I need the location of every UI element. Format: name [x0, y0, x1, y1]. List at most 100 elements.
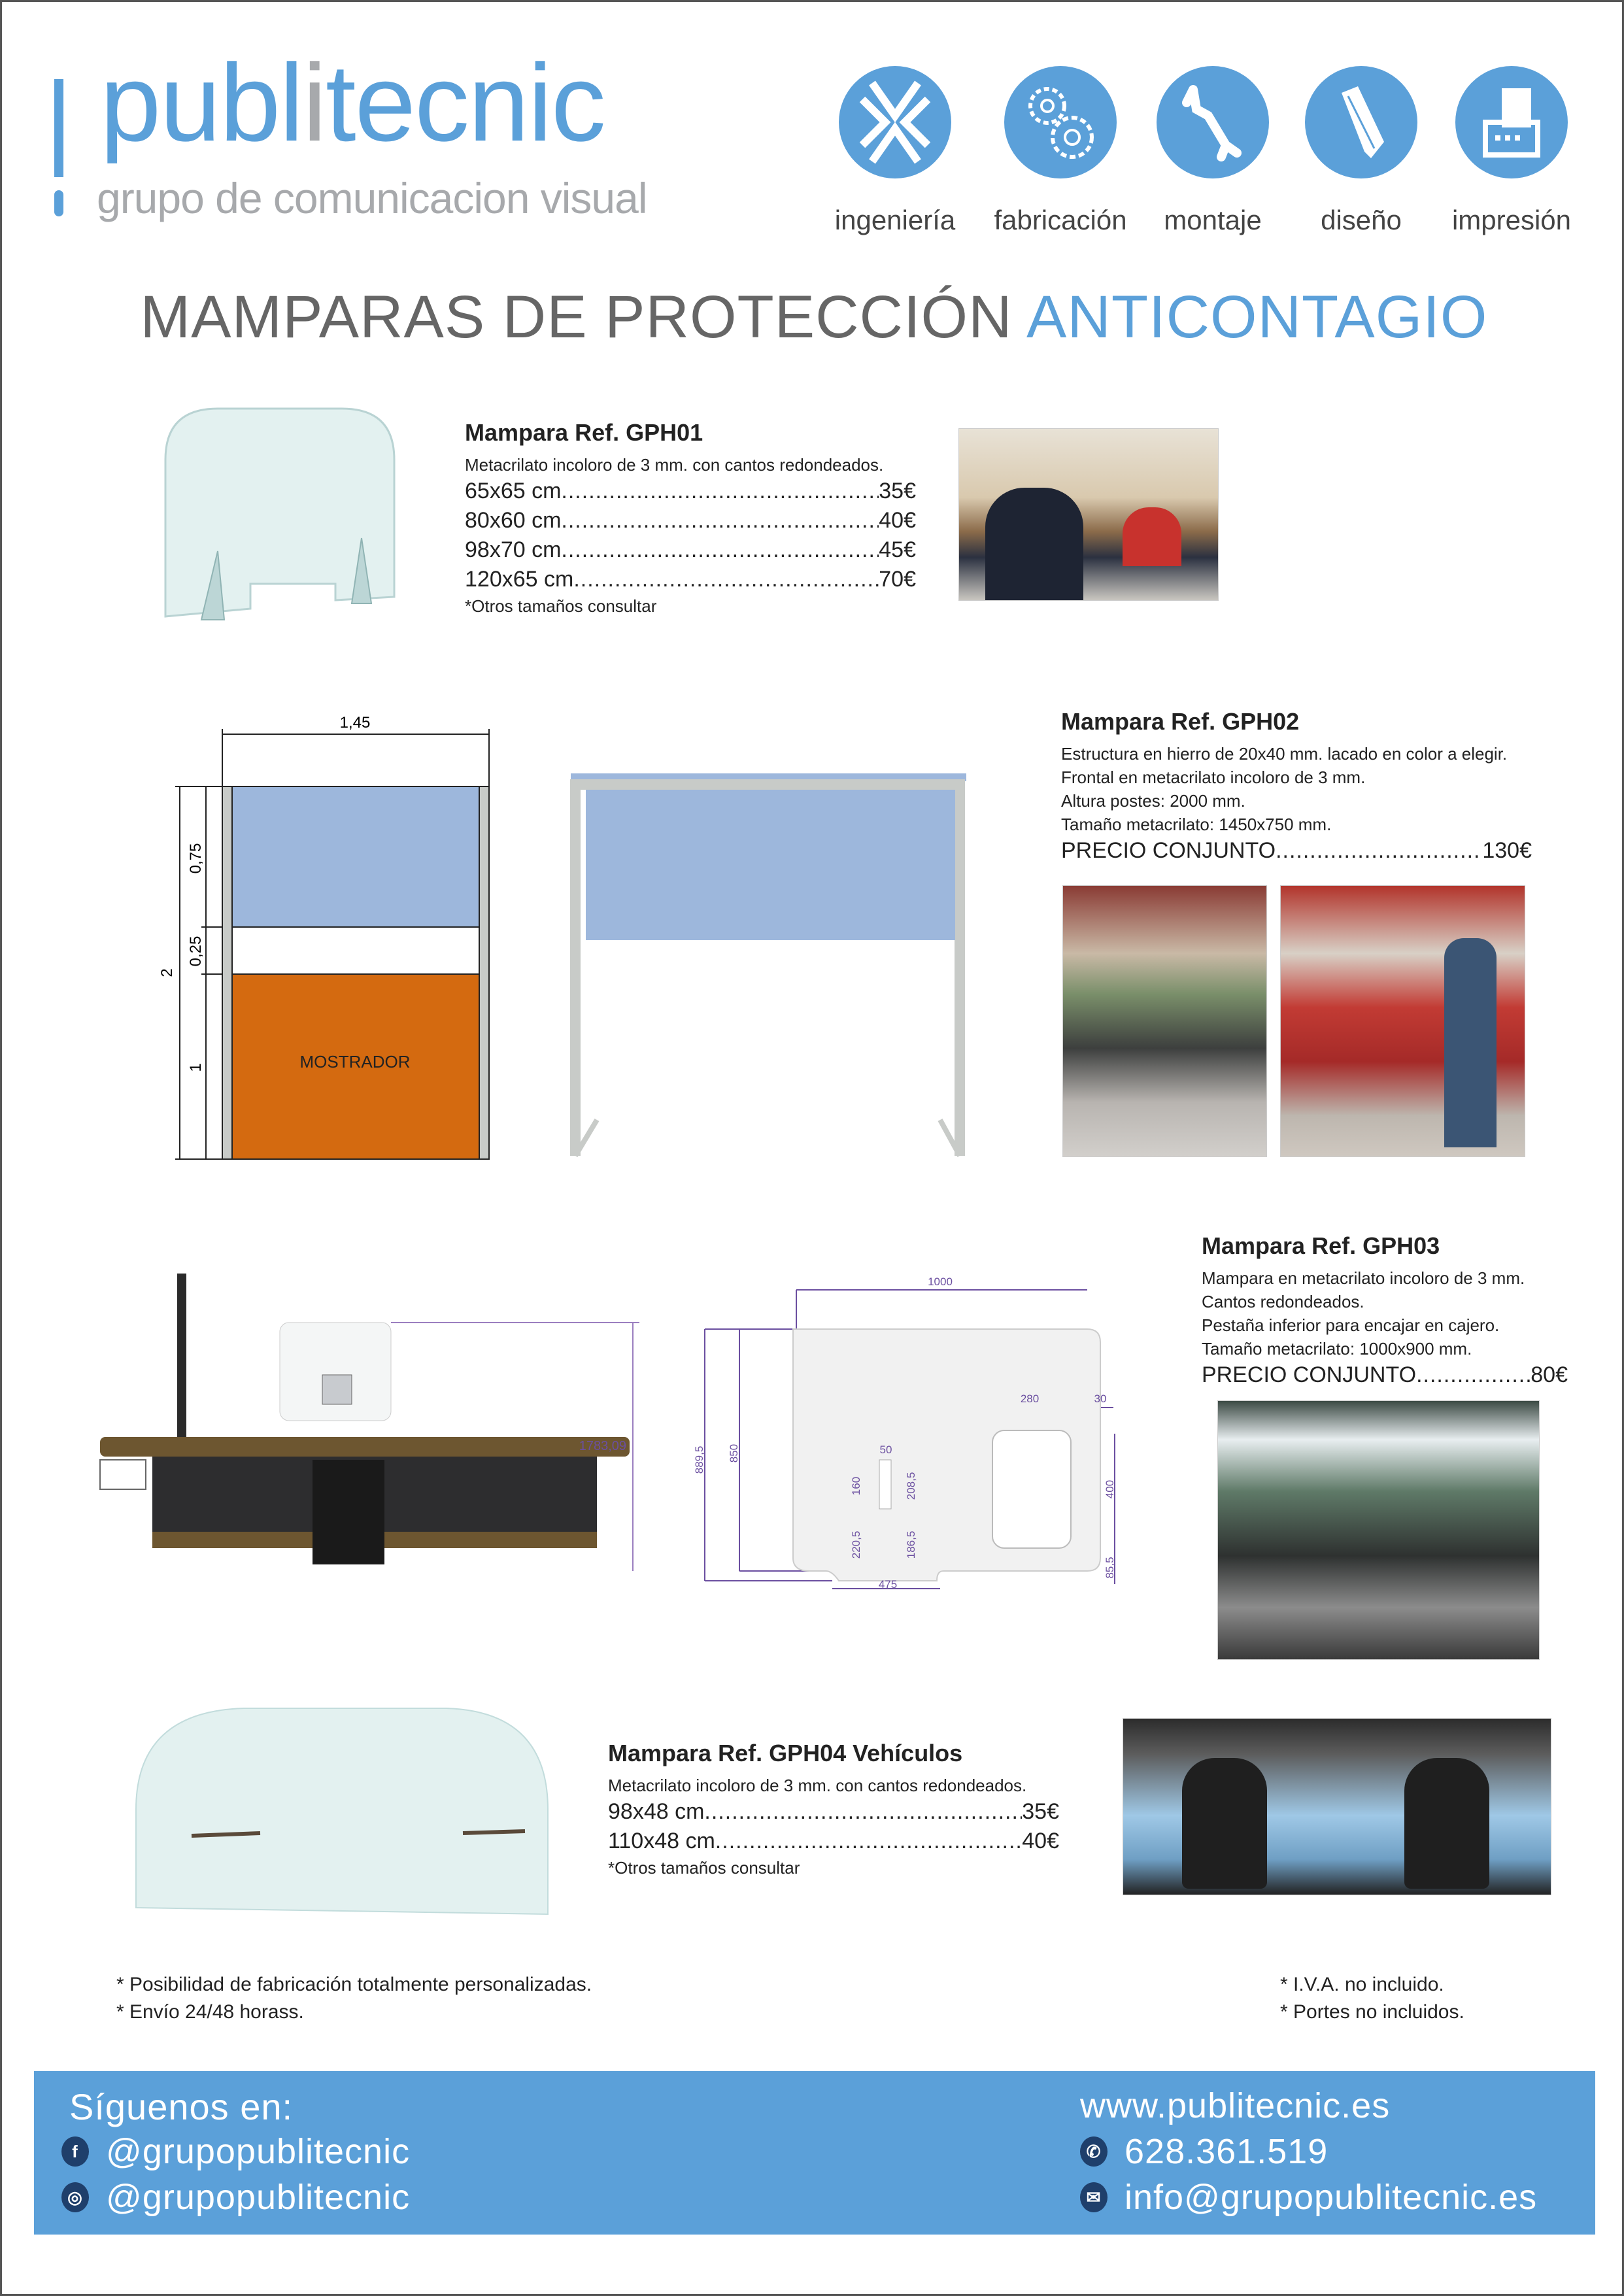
gph04-photo-car	[1123, 1718, 1551, 1895]
service-label: ingeniería	[834, 205, 956, 235]
email-link[interactable]: ✉info@grupopublitecnic.es	[1080, 2177, 1537, 2218]
gph03-checkout-drawing: 1783,09	[99, 1274, 639, 1571]
dim-186: 186,5	[905, 1531, 917, 1559]
service-label: impresión	[1451, 205, 1572, 235]
service-impresion: impresión	[1436, 66, 1587, 236]
note: * Portes no incluidos.	[1280, 2001, 1464, 2023]
gph04-title: Mampara Ref. GPH04 Vehículos	[608, 1740, 963, 1766]
gph02-line: Frontal en metacrilato incoloro de 3 mm.	[1061, 768, 1366, 787]
price: 40€	[879, 508, 916, 533]
dim-height: 850	[728, 1444, 740, 1462]
gph01-info: Mampara Ref. GPH01 Metacrilato incoloro …	[465, 419, 916, 618]
service-ingenieria: ingeniería	[820, 66, 970, 236]
price-label: PRECIO CONJUNTO	[1202, 1362, 1417, 1387]
notes-right: * I.V.A. no incluido. * Portes no inclui…	[1280, 1971, 1464, 2026]
dot-leader	[561, 506, 879, 535]
dim-280: 280	[1021, 1393, 1039, 1405]
price-row: 98x48 cm 35€	[608, 1797, 1059, 1827]
dim-208: 208,5	[905, 1472, 917, 1500]
gph01-screen-illustration	[164, 407, 396, 620]
gph01-desc: Metacrilato incoloro de 3 mm. con cantos…	[465, 455, 884, 475]
gph04-info: Mampara Ref. GPH04 Vehículos Metacrilato…	[608, 1740, 1059, 1880]
price-row: PRECIO CONJUNTO 80€	[1202, 1360, 1568, 1390]
email-address[interactable]: info@grupopublitecnic.es	[1125, 2178, 1538, 2217]
gph03-photo	[1217, 1400, 1540, 1660]
gph04-note: *Otros tamaños consultar	[608, 1858, 800, 1878]
dim-400: 400	[1104, 1480, 1116, 1498]
dim-height: 1783,09	[579, 1439, 626, 1453]
size: 98x70 cm	[465, 537, 562, 562]
dim-width: 1,45	[340, 715, 371, 732]
size: 80x60 cm	[465, 508, 562, 533]
dim-total-height: 889,5	[695, 1446, 705, 1474]
gph04-desc: Metacrilato incoloro de 3 mm. con cantos…	[608, 1776, 1027, 1795]
size: 120x65 cm	[465, 567, 574, 592]
instagram-link[interactable]: ◎ @grupopublitecnic	[61, 2177, 410, 2218]
facebook-handle[interactable]: @grupopublitecnic	[106, 2132, 411, 2171]
gph02-line: Tamaño metacrilato: 1450x750 mm.	[1061, 815, 1332, 834]
dot-leader	[715, 1827, 1022, 1856]
gph02-line: Altura postes: 2000 mm.	[1061, 791, 1245, 811]
dot-leader	[561, 535, 879, 565]
service-label: fabricación	[994, 205, 1127, 235]
phone-number[interactable]: 628.361.519	[1125, 2132, 1328, 2171]
service-montaje: montaje	[1138, 66, 1288, 236]
gph02-line: Estructura en hierro de 20x40 mm. lacado…	[1061, 744, 1508, 764]
dot-leader	[573, 565, 879, 594]
gph02-title: Mampara Ref. GPH02	[1061, 708, 1300, 735]
notes-left: * Posibilidad de fabricación totalmente …	[116, 1971, 592, 2026]
gph01-photo	[958, 428, 1219, 601]
website-link[interactable]: www.publitecnic.es	[1080, 2086, 1391, 2125]
gph04-screen-illustration	[135, 1708, 549, 1916]
dot-leader	[1276, 836, 1482, 866]
price-row: 120x65 cm70€	[465, 565, 916, 594]
follow-label: Síguenos en:	[69, 2086, 294, 2127]
gph02-photo-supermarket	[1062, 885, 1267, 1157]
counter-label: MOSTRADOR	[300, 1052, 411, 1072]
dot-leader	[1416, 1360, 1531, 1390]
service-label: montaje	[1164, 205, 1262, 235]
contact-footer: Síguenos en: f@grupopublitecnic ◎ @grupop…	[34, 2071, 1595, 2235]
phone-link[interactable]: ✆ 628.361.519	[1080, 2131, 1328, 2172]
dim-85: 85,5	[1104, 1557, 1116, 1578]
dim-30: 30	[1094, 1393, 1107, 1405]
dim-bottom: 1	[187, 1063, 205, 1072]
dim-50: 50	[880, 1443, 892, 1456]
dot-leader	[561, 477, 879, 506]
price-row: 98x70 cm45€	[465, 535, 916, 565]
facebook-link[interactable]: f@grupopublitecnic	[61, 2131, 410, 2172]
dim-160: 160	[850, 1477, 862, 1495]
price: 80€	[1531, 1362, 1568, 1387]
price: 130€	[1482, 838, 1532, 863]
title-accent: ANTICONTAGIO	[1026, 284, 1488, 350]
logo-bar	[54, 79, 63, 177]
price-row: PRECIO CONJUNTO 130€	[1061, 836, 1532, 866]
phone-icon: ✆	[1080, 2136, 1108, 2167]
dim-top: 0,75	[187, 843, 205, 874]
dim-gap: 0,25	[187, 936, 205, 967]
price-label: PRECIO CONJUNTO	[1061, 838, 1276, 863]
engineering-icon	[839, 66, 951, 178]
price: 35€	[1022, 1799, 1059, 1824]
note: * I.V.A. no incluido.	[1280, 1974, 1444, 1995]
note: * Envío 24/48 horass.	[116, 2001, 304, 2023]
title-main: MAMPARAS DE PROTECCIÓN	[140, 284, 1013, 350]
brand-logo: publitecnic	[100, 48, 606, 158]
service-fabricacion: fabricación	[985, 66, 1136, 236]
gears-icon	[1004, 66, 1117, 178]
dim-tab: 475	[879, 1578, 897, 1591]
instagram-handle[interactable]: @grupopublitecnic	[106, 2178, 411, 2217]
size: 110x48 cm	[608, 1829, 715, 1853]
gph03-line: Tamaño metacrilato: 1000x900 mm.	[1202, 1339, 1472, 1359]
price-row: 65x65 cm35€	[465, 477, 916, 506]
size: 98x48 cm	[608, 1799, 705, 1824]
service-diseno: diseño	[1286, 66, 1436, 236]
gph01-note: *Otros tamaños consultar	[465, 596, 657, 616]
brand-name-part: publ	[100, 41, 304, 164]
gph02-info: Mampara Ref. GPH02 Estructura en hierro …	[1061, 708, 1532, 866]
gph03-line: Pestaña inferior para encajar en cajero.	[1202, 1315, 1500, 1335]
size: 65x65 cm	[465, 479, 562, 503]
instagram-icon: ◎	[61, 2182, 89, 2212]
gph01-title: Mampara Ref. GPH01	[465, 419, 703, 446]
